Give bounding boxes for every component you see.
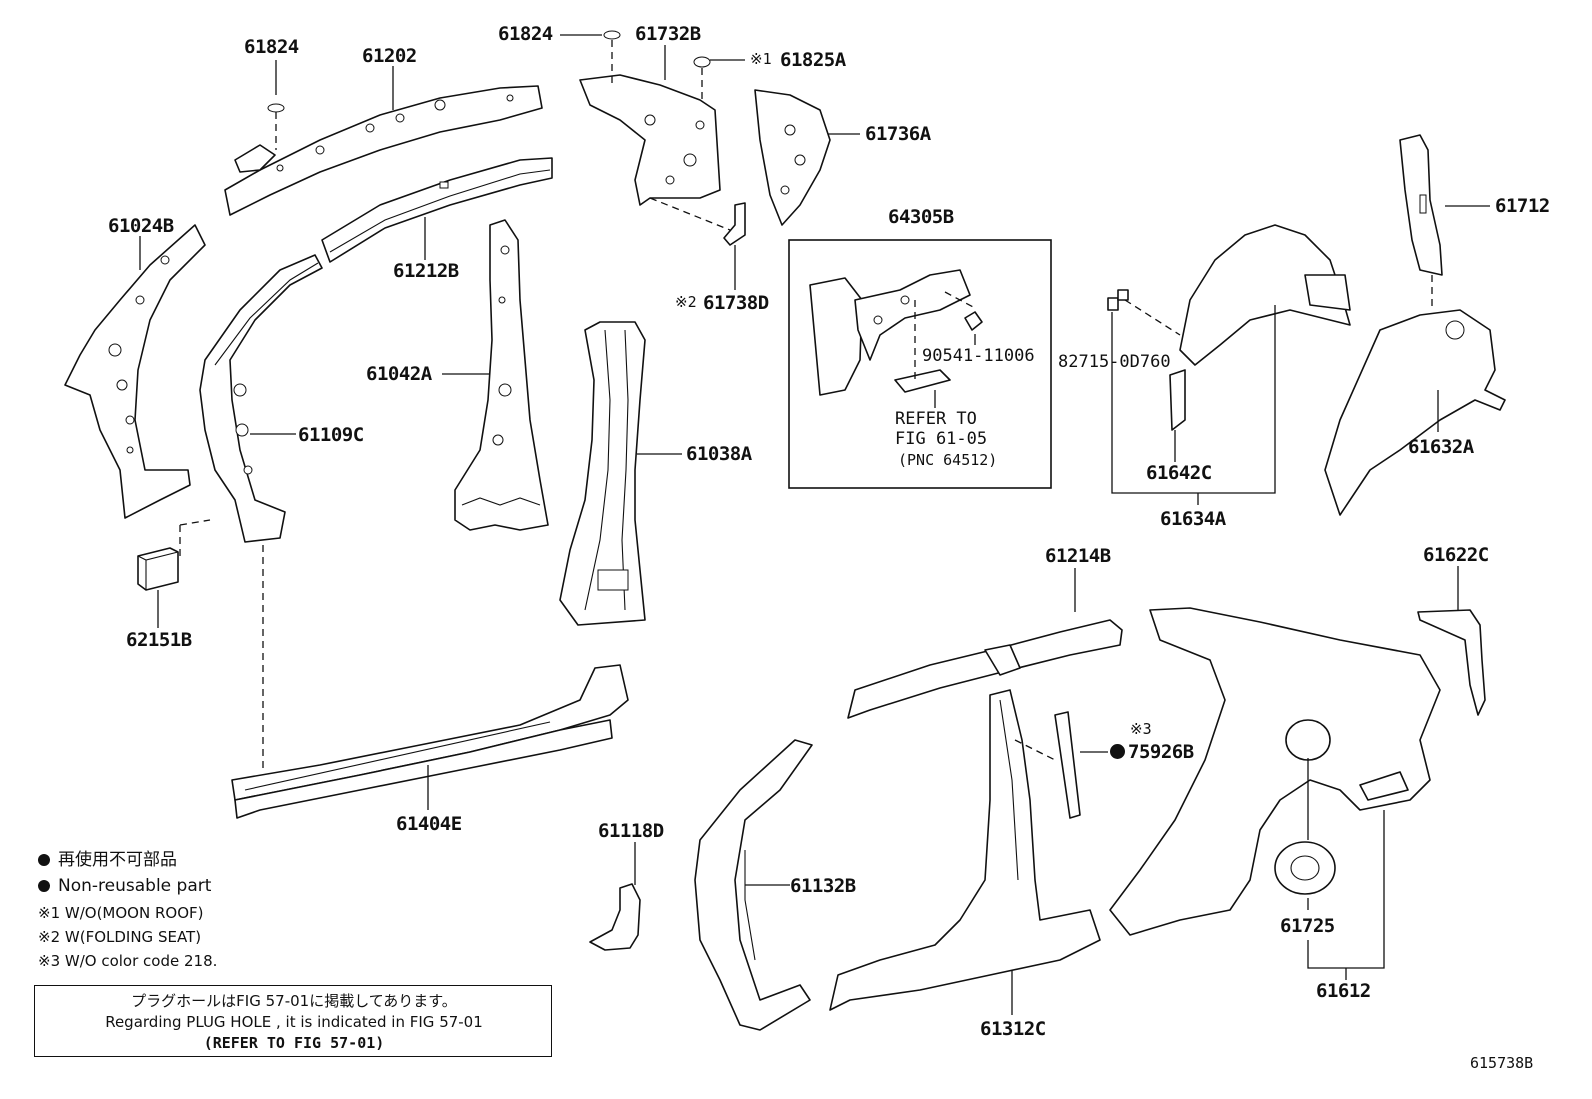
part-label-61632A[interactable]: 61632A xyxy=(1408,436,1474,458)
part-label-61118D[interactable]: 61118D xyxy=(598,820,664,842)
quarter-inner-61736A-shape xyxy=(754,89,831,226)
center-pillar-reinforcement-61038A-shape xyxy=(559,321,646,626)
front-pillar-outer-61132B-shape xyxy=(694,739,813,1031)
roof-side-inner-panel-61202-shape xyxy=(224,85,543,216)
detail-box-64305B-shape xyxy=(788,239,1052,489)
part-label-82715-0D760[interactable]: 82715-0D760 xyxy=(1058,352,1171,372)
roof-side-rail-outer-61214B-shape xyxy=(847,619,1123,719)
part-label-61738D[interactable]: 61738D xyxy=(703,292,769,314)
plugs-top-shape xyxy=(267,30,711,113)
clip-82715-shape xyxy=(1107,289,1129,311)
part-label-61725[interactable]: 61725 xyxy=(1280,915,1335,937)
note-jp: プラグホールはFIG 57-01に掲載してあります。 xyxy=(131,992,457,1010)
refer-line-3: (PNC 64512) xyxy=(898,451,998,469)
part-label-61736A[interactable]: 61736A xyxy=(865,123,931,145)
rocker-panel-61404E-shape xyxy=(231,664,629,819)
bracket-61622C-shape xyxy=(1417,609,1486,716)
part-label-61404E[interactable]: 61404E xyxy=(396,813,462,835)
note-mark-3: ※3 xyxy=(1130,720,1152,738)
quarter-panel-61712-shape xyxy=(1399,134,1443,276)
bracket-61738D-shape xyxy=(723,202,746,246)
part-label-61109C[interactable]: 61109C xyxy=(298,424,364,446)
wheel-house-outer-61634A-shape xyxy=(1169,224,1351,431)
part-label-61024B[interactable]: 61024B xyxy=(108,215,174,237)
leader-lines xyxy=(139,34,1490,1015)
legend-jp: 再使用不可部品 xyxy=(38,852,177,869)
bracket-61118D-shape xyxy=(589,883,641,951)
part-label-61712[interactable]: 61712 xyxy=(1495,195,1550,217)
note-ref[interactable]: (REFER TO FIG 57-01) xyxy=(203,1034,385,1052)
legend-en: Non-reusable part xyxy=(38,878,211,895)
part-label-61042A[interactable]: 61042A xyxy=(366,363,432,385)
note-en: Regarding PLUG HOLE , it is indicated in… xyxy=(105,1013,483,1031)
part-label-61312C[interactable]: 61312C xyxy=(980,1018,1046,1040)
figure-id: 615738B xyxy=(1470,1054,1534,1072)
block-62151B-shape xyxy=(137,547,179,591)
legend-note-2: ※2 W(FOLDING SEAT) xyxy=(38,928,202,946)
note-mark-1: ※1 xyxy=(750,50,772,68)
part-label-61824[interactable]: 61824 xyxy=(244,36,299,58)
non-reusable-dot-icon xyxy=(38,854,50,866)
part-label-64305B[interactable]: 64305B xyxy=(888,206,954,228)
part-label-61038A[interactable]: 61038A xyxy=(686,443,752,465)
quarter-panel-outer-61612-shape xyxy=(1109,607,1441,936)
legend-note-3: ※3 W/O color code 218. xyxy=(38,952,218,970)
part-label-62151B[interactable]: 62151B xyxy=(126,629,192,651)
legend-note-1: ※1 W/O(MOON ROOF) xyxy=(38,904,204,922)
part-label-61824-top[interactable]: 61824 xyxy=(498,23,553,45)
part-label-61212B[interactable]: 61212B xyxy=(393,260,459,282)
note-mark-2: ※2 xyxy=(675,293,697,311)
part-label-61634A[interactable]: 61634A xyxy=(1160,508,1226,530)
part-label-61825A[interactable]: 61825A xyxy=(780,49,846,71)
fuel-lid-61725-shape xyxy=(1274,841,1336,895)
quarter-inner-61732B-shape xyxy=(579,74,721,206)
front-pillar-reinforcement-61109C-shape xyxy=(199,254,323,543)
part-label-61642C[interactable]: 61642C xyxy=(1146,462,1212,484)
quarter-panel-61632A-shape xyxy=(1324,309,1506,516)
plug-hole-note-box: プラグホールはFIG 57-01に掲載してあります。 Regarding PLU… xyxy=(34,985,552,1057)
part-label-61622C[interactable]: 61622C xyxy=(1423,544,1489,566)
part-label-75926B[interactable]: 75926B xyxy=(1128,741,1194,763)
front-pillar-inner-61024B-shape xyxy=(64,224,206,519)
part-label-61732B[interactable]: 61732B xyxy=(635,23,701,45)
part-label-61214B[interactable]: 61214B xyxy=(1045,545,1111,567)
non-reusable-dot-icon xyxy=(38,880,50,892)
center-pillar-inner-61042A-shape xyxy=(454,219,549,531)
refer-line-2[interactable]: FIG 61-05 xyxy=(895,429,988,449)
part-label-61132B[interactable]: 61132B xyxy=(790,875,856,897)
refer-line-1: REFER TO xyxy=(895,409,977,429)
part-label-61202[interactable]: 61202 xyxy=(362,45,417,67)
side-outer-center-61312C-shape xyxy=(829,689,1101,1011)
roof-side-rail-61212B-shape xyxy=(321,157,553,263)
non-reusable-dot-icon xyxy=(1110,744,1125,759)
part-label-61612[interactable]: 61612 xyxy=(1316,980,1371,1002)
part-label-90541-11006[interactable]: 90541-11006 xyxy=(922,346,1035,366)
